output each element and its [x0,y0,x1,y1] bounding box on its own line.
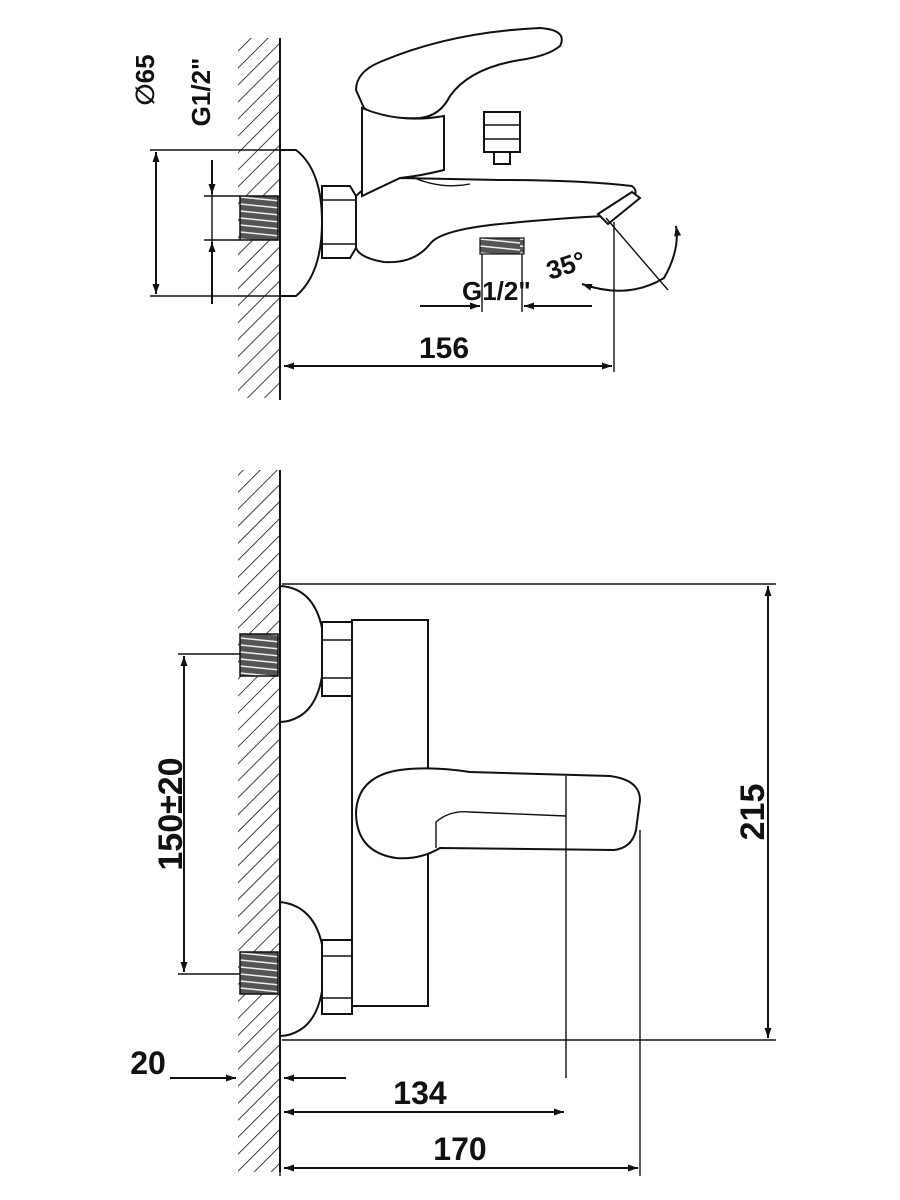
upper-inlet-thread [239,633,279,677]
spout-tip-top [596,190,642,226]
lever-stem-top [361,106,445,198]
upper-escutcheon [279,584,326,724]
wall-hatch-front [238,470,280,1172]
front-view: 150±20 215 20 134 170 [130,470,776,1176]
angle-arc [581,225,682,292]
diverter-knob-top [483,111,521,153]
total-depth-label: 170 [433,1131,486,1167]
outlet-thread-top [479,237,525,255]
depth-label: 156 [419,332,469,365]
lever-top [354,26,563,120]
upper-nut [321,621,353,697]
height-label: 215 [734,784,772,841]
escutcheon-top [279,149,324,297]
outlet-thread-label: G1/2" [462,276,531,306]
lower-nut [321,939,353,1015]
angle-label: 35° [543,245,590,286]
top-view: ∅65 G1/2" G1/2" 35° 156 [130,26,682,400]
mixer-body-top [355,176,637,264]
wall-thread-label: G1/2" [186,58,216,127]
lower-escutcheon [279,900,326,1038]
diameter-label: ∅65 [130,54,160,105]
lower-inlet-thread [239,951,279,995]
hex-nut-top [321,185,357,259]
lever-depth-label: 134 [393,1075,447,1111]
center-distance-label: 150±20 [152,757,190,870]
wall-inlet-thread [239,195,279,241]
wall-offset-label: 20 [130,1045,166,1081]
